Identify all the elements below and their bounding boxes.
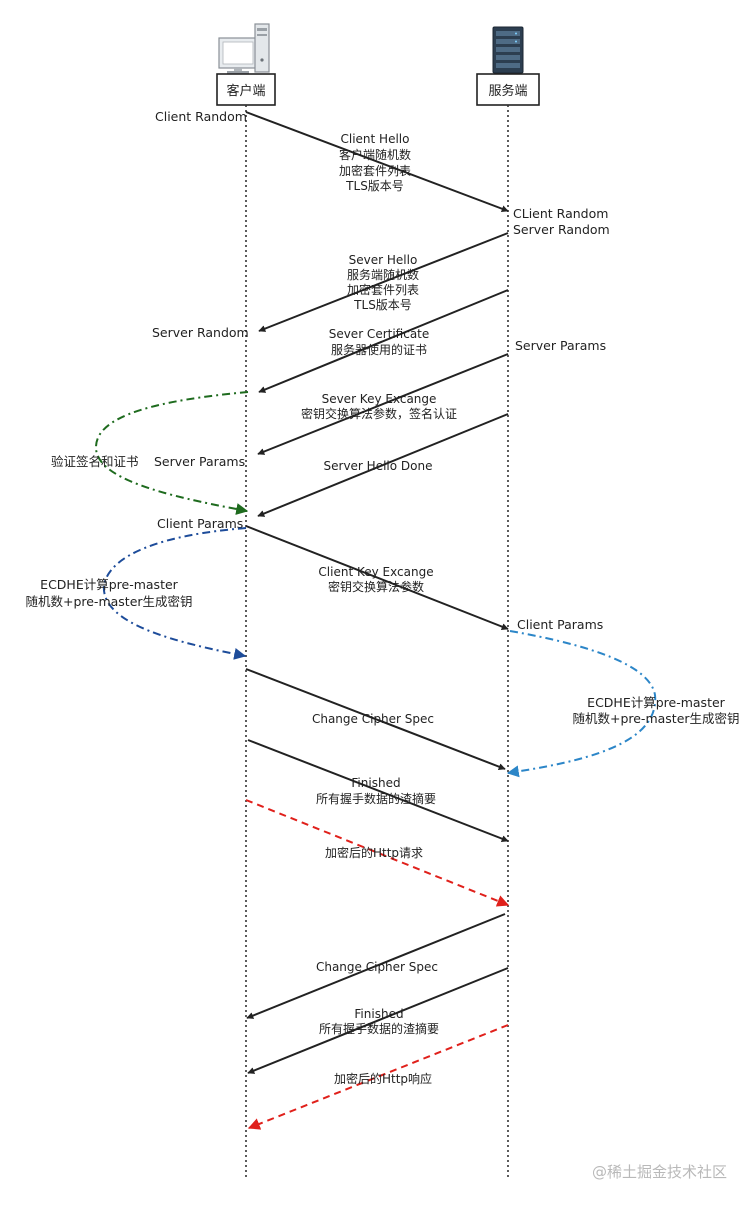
server-finished-label: Finished 所有握手数据的渣摘要 <box>319 1007 439 1036</box>
verify-signature-curve <box>94 391 249 515</box>
svg-text:随机数+pre-master生成密钥: 随机数+pre-master生成密钥 <box>572 711 739 726</box>
client-finished-arrow <box>247 739 509 842</box>
svg-text:加密套件列表: 加密套件列表 <box>347 282 419 297</box>
encrypted-request-label: 加密后的Http请求 <box>325 845 423 860</box>
client-actor-label: 客户端 <box>226 83 265 99</box>
server-ecdhe-label: ECDHE计算pre-master 随机数+pre-master生成密钥 <box>572 695 739 726</box>
server-hello-arrow <box>258 232 509 332</box>
svg-text:TLS版本号: TLS版本号 <box>345 179 404 193</box>
svg-text:随机数+pre-master生成密钥: 随机数+pre-master生成密钥 <box>25 594 192 609</box>
client-hello-label: Client Hello 客户端随机数 加密套件列表 TLS版本号 <box>339 132 411 193</box>
desktop-computer-icon <box>218 23 270 74</box>
client-key-exchange-label: Client Key Excange 密钥交换算法参数 <box>318 565 433 594</box>
client-key-exchange-arrow <box>245 525 509 630</box>
client-change-cipher-spec-arrow <box>245 668 506 770</box>
server-actor-label: 服务端 <box>488 83 527 99</box>
svg-text:Sever Certificate: Sever Certificate <box>329 327 430 341</box>
server-certificate-label: Sever Certificate 服务器使用的证书 <box>329 327 430 357</box>
client-params-label: Client Params <box>157 516 243 531</box>
server-hello-done-arrow <box>257 413 509 517</box>
verify-signature-label: 验证签名和证书 <box>51 454 139 469</box>
server-actor-box: 服务端 <box>476 73 540 106</box>
svg-text:Finished: Finished <box>351 776 400 790</box>
server-client-random-label: CLient Random <box>513 206 608 221</box>
client-finished-label: Finished 所有握手数据的渣摘要 <box>316 776 436 806</box>
svg-text:所有握手数据的渣摘要: 所有握手数据的渣摘要 <box>316 791 436 806</box>
client-actor-box: 客户端 <box>216 73 276 106</box>
svg-text:服务器使用的证书: 服务器使用的证书 <box>331 342 427 357</box>
server-change-cipher-spec-arrow <box>246 913 506 1019</box>
server-params-label: Server Params <box>515 338 606 353</box>
server-change-cipher-spec-label: Change Cipher Spec <box>316 960 438 974</box>
server-rack-icon <box>492 26 524 74</box>
server-key-exchange-arrow <box>257 353 509 455</box>
svg-text:客户端随机数: 客户端随机数 <box>339 147 411 162</box>
client-server-params-label: Server Params <box>154 454 245 469</box>
encrypted-response-label: 加密后的Http响应 <box>334 1071 432 1086</box>
svg-text:Client Hello: Client Hello <box>341 132 410 146</box>
svg-text:服务端随机数: 服务端随机数 <box>347 267 419 282</box>
watermark: @稀土掘金技术社区 <box>592 1163 727 1181</box>
server-key-exchange-label: Sever Key Excange 密钥交换算法参数，签名认证 <box>301 392 457 421</box>
server-client-params-label: Client Params <box>517 617 603 632</box>
server-server-random-label: Server Random <box>513 222 610 237</box>
svg-text:密钥交换算法参数，签名认证: 密钥交换算法参数，签名认证 <box>301 406 457 421</box>
svg-text:所有握手数据的渣摘要: 所有握手数据的渣摘要 <box>319 1021 439 1036</box>
svg-text:ECDHE计算pre-master: ECDHE计算pre-master <box>40 577 178 592</box>
client-ecdhe-label: ECDHE计算pre-master 随机数+pre-master生成密钥 <box>25 577 192 609</box>
client-change-cipher-spec-label: Change Cipher Spec <box>312 712 434 726</box>
svg-text:Sever Hello: Sever Hello <box>349 253 418 267</box>
server-hello-label: Sever Hello 服务端随机数 加密套件列表 TLS版本号 <box>347 253 419 312</box>
server-hello-done-label: Server Hello Done <box>324 459 433 473</box>
svg-text:ECDHE计算pre-master: ECDHE计算pre-master <box>587 695 725 710</box>
server-certificate-arrow <box>258 289 509 393</box>
client-server-random-label: Server Random <box>152 325 249 340</box>
svg-text:加密套件列表: 加密套件列表 <box>339 163 411 178</box>
svg-text:Finished: Finished <box>354 1007 403 1021</box>
client-random-label: Client Random <box>155 109 247 124</box>
server-ecdhe-curve <box>506 630 657 778</box>
client-ecdhe-curve <box>102 527 247 660</box>
encrypted-response-arrow <box>247 1024 509 1130</box>
server-finished-arrow <box>247 967 509 1074</box>
svg-text:密钥交换算法参数: 密钥交换算法参数 <box>328 579 424 594</box>
client-hello-arrow <box>245 111 509 213</box>
svg-text:Client Key Excange: Client Key Excange <box>318 565 433 579</box>
svg-text:Sever Key Excange: Sever Key Excange <box>322 392 437 406</box>
svg-text:TLS版本号: TLS版本号 <box>353 298 412 312</box>
